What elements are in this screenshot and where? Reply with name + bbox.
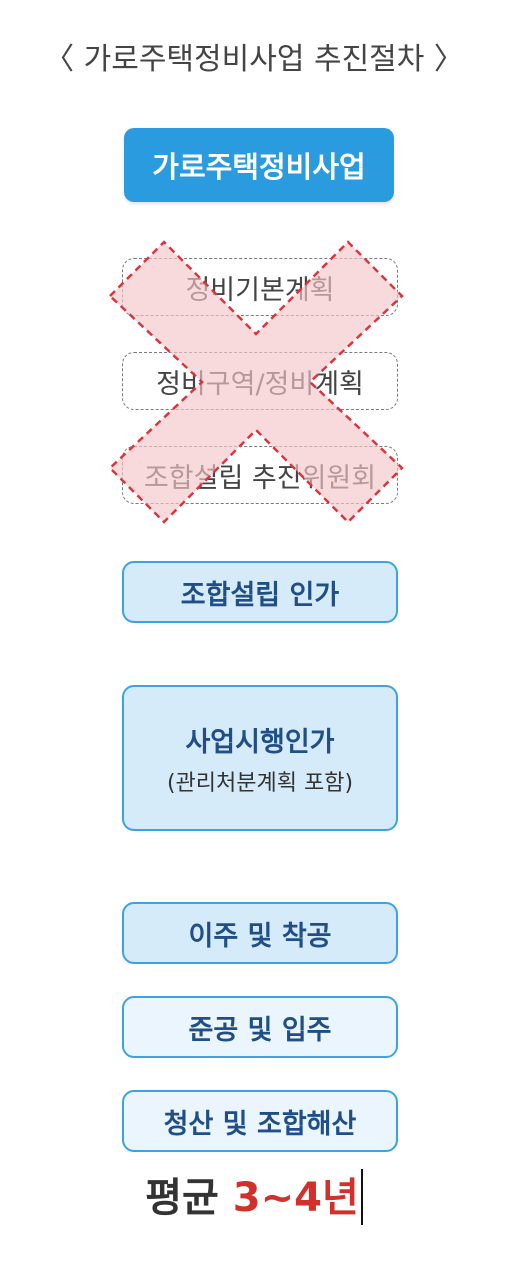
- duration-summary: 평균 3~4년: [0, 1168, 508, 1228]
- duration-label: 평균: [145, 1175, 219, 1221]
- step-project-approval-main: 사업시행인가: [185, 726, 335, 758]
- step-project-approval: 사업시행인가 (관리처분계획 포함): [122, 685, 398, 831]
- text-cursor: [360, 1169, 363, 1225]
- step-project-approval-sub: (관리처분계획 포함): [166, 770, 354, 796]
- step-skipped-district-plan: 정비구역/정비계획: [122, 352, 398, 410]
- step-relocation: 이주 및 착공: [122, 902, 398, 964]
- page-title: 〈 가로주택정비사업 추진절차 〉: [44, 42, 464, 77]
- step-completion: 준공 및 입주: [122, 996, 398, 1058]
- duration-value: 3~4년: [232, 1175, 359, 1221]
- step-liquidation: 청산 및 조합해산: [122, 1090, 398, 1152]
- step-skipped-committee: 조합설립 추진위원회: [122, 446, 398, 504]
- step-union-approval: 조합설립 인가: [122, 561, 398, 623]
- step-skipped-basic-plan: 정비기본계획: [122, 258, 398, 316]
- step-main-project: 가로주택정비사업: [124, 128, 394, 202]
